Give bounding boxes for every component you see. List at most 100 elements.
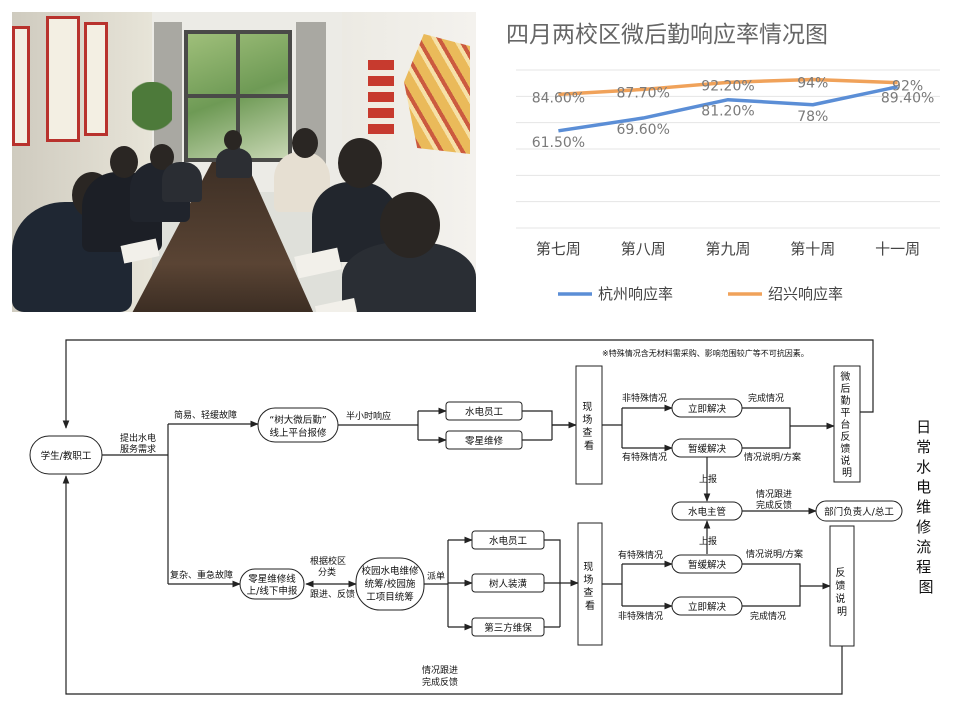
supervisor-label: 水电主管 [688,506,726,518]
label-nonspecial-1: 非特殊情况 [622,392,667,404]
data-label: 61.50% [532,135,585,151]
label-complex: 复杂、重急故障 [170,569,233,581]
data-label: 78% [797,109,828,125]
offline-label-2: 上/线下申报 [247,585,298,597]
x-tick-label: 十一周 [875,240,920,258]
photo-paper [294,247,342,279]
label-track-1: 情况跟进 [756,488,792,500]
data-label: 69.60% [617,122,670,138]
series-line-2 [558,77,898,97]
planning-label-1: 校园水电维修 [361,565,419,577]
delay-fix-label-1: 暂缓解决 [688,443,727,455]
user-node-label: 学生/教职工 [41,450,92,462]
odd-repair-label: 零星维修 [465,435,504,447]
label-bottom-1: 情况跟进 [422,664,458,676]
platform-feedback-char: 明 [842,467,852,479]
flowchart-title-char: 流 [916,538,931,556]
delay-fix-label-2: 暂缓解决 [688,559,727,571]
arrow-platform-to-user [62,339,874,429]
photo-wall-board [84,22,108,136]
site-check-char: 看 [584,439,594,452]
site-check-node-2 [577,522,603,646]
label-need-1: 提出水电 [120,432,156,444]
platform-feedback-char: 平 [840,408,850,419]
x-tick-label: 第八周 [621,240,666,258]
photo-person [162,162,202,202]
chart-title: 四月两校区微后勤响应率情况图 [506,22,828,48]
connector-merge-2 [742,407,791,449]
label-done-2: 完成情况 [750,610,786,622]
feedback-explain-node [829,525,855,647]
flowchart-title-char: 图 [918,578,933,596]
site-check-char: 查 [582,426,592,439]
label-follow: 跟进、反馈 [310,588,355,600]
leader-node [815,500,903,522]
label-explain-2: 情况说明/方案 [746,548,803,560]
photo-wall-board [46,16,80,142]
shuren-decor-label: 树人装潢 [489,578,528,590]
flowchart-title-char: 修 [916,518,931,536]
data-label: 92.20% [701,78,754,94]
leader-label: 部门负责人/总工 [824,506,894,518]
flowchart-title-char: 电 [916,478,931,496]
connector-branch-2 [602,408,623,448]
feedback-char: 馈 [835,579,845,592]
flowchart-title-char: 日 [916,418,931,436]
elec-staff-label-1: 水电员工 [465,406,504,418]
platform-label-1: “树大微后勤” [269,414,326,426]
chart-data-labels: 61.50% 69.60% 81.20% 78% 89.40% 84.60% 87.70% 9… [532,75,935,150]
planning-label-3: 工项目统筹 [366,591,414,603]
site-check-char: 现 [583,561,593,573]
label-explain-1: 情况说明/方案 [744,451,801,463]
photo-person-head [380,192,440,258]
label-half-hour: 半小时响应 [346,410,391,422]
label-classify-1: 根据校区 [310,555,346,567]
chart-series-lines [558,77,898,133]
response-rate-chart: 四月两校区微后勤响应率情况图 61.50% 69.60% 81.20% 78% 89.4… [506,22,940,303]
label-track-2: 完成反馈 [756,499,792,511]
photo-person-head [338,138,382,188]
label-need-2: 服务需求 [120,443,156,455]
data-label: 87.70% [617,85,670,101]
label-dispatch: 派单 [427,570,445,582]
connector-branch-4 [602,564,623,606]
site-check-char: 现 [582,401,592,413]
platform-label-2: 线上平台报修 [269,427,327,439]
platform-feedback-char: 说 [840,454,850,467]
site-check-char: 查 [583,586,593,599]
data-label: 89.40% [881,91,934,107]
series-line-1 [558,85,898,133]
chart-gridlines [516,69,940,229]
special-case-note: ※特殊情况含无材料需采购、影响范围较广等不可抗因素。 [602,348,809,358]
connector-merge-4 [742,563,801,607]
x-tick-label: 第十周 [790,240,835,258]
x-tick-label: 第九周 [705,240,750,258]
label-special-1: 有特殊情况 [622,451,667,463]
data-label: 81.20% [701,104,754,120]
data-label: 84.60% [532,90,585,106]
offline-report-node [239,568,305,600]
site-check-label-1: 现 场 查 看 [582,401,595,452]
repair-flowchart: 学生/教职工 提出水电 服务需求 简易、轻缓故障 复杂、重急故障 “树大微后勤”… [29,339,934,695]
data-label: 92% [892,79,923,95]
label-classify-2: 分类 [318,566,336,578]
photo-person-head [292,128,318,158]
platform-feedback-char: 微 [840,370,850,383]
photo-paper [314,297,358,312]
label-report-2: 上报 [699,535,717,547]
platform-feedback-node [833,365,861,483]
site-check-char: 场 [582,413,592,426]
photo-person [216,148,252,178]
feedback-char: 反 [835,567,845,579]
immediate-fix-label-1: 立即解决 [688,403,727,415]
offline-label-1: 零星维修线 [248,573,296,585]
label-done-1: 完成情况 [748,392,784,404]
chart-legend: 杭州响应率绍兴响应率 [558,285,843,303]
site-check-char: 场 [583,573,593,586]
photo-person-head [224,130,242,150]
chart-x-axis-ticks: 第七周第八周第九周第十周十一周 [536,240,920,258]
planning-label-2: 统筹/校园施 [365,578,416,590]
label-report-1: 上报 [699,473,717,485]
feedback-char: 说 [835,592,845,605]
third-party-label: 第三方维保 [484,622,532,634]
